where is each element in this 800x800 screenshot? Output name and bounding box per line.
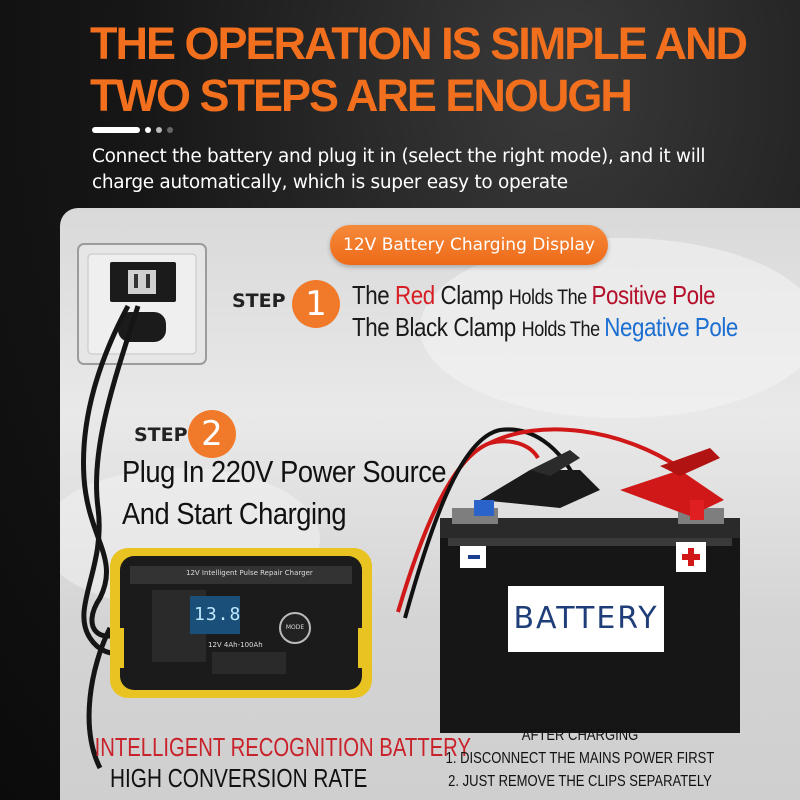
battery-label: BATTERY	[508, 586, 664, 652]
black-cable	[403, 427, 582, 619]
red-cable	[396, 439, 540, 613]
after-charging-instructions: AFTER CHARGING 1. DISCONNECT THE MAINS P…	[446, 724, 715, 793]
step2-number: 2	[188, 410, 236, 458]
charger-title: 12V Intelligent Pulse Repair Charger	[186, 569, 313, 577]
charger-device	[110, 548, 372, 698]
charging-display-label: 12V Battery Charging Display	[330, 225, 608, 265]
intelligent-recognition-text: INTELLIGENT RECOGNITION BATTERY	[94, 732, 471, 762]
after-charging-title: AFTER CHARGING	[521, 727, 639, 744]
conversion-rate-text: HIGH CONVERSION RATE	[110, 763, 368, 793]
wall-socket-icon	[77, 243, 207, 365]
panel-illustration	[60, 238, 800, 770]
dot	[145, 127, 151, 133]
step1-black-clamp-text: The Black Clamp Holds The Negative Pole	[352, 312, 738, 342]
mode-button: MODE	[279, 612, 311, 644]
dot	[156, 127, 162, 133]
step1-number: 1	[292, 280, 340, 328]
dot-bar	[92, 127, 140, 133]
headline: THE OPERATION IS SIMPLE AND TWO STEPS AR…	[90, 18, 748, 121]
red-clamp-icon	[620, 448, 724, 520]
instruction-panel	[60, 208, 800, 800]
step2-line1: Plug In 220V Power Source	[122, 454, 447, 489]
pagination-dots	[92, 126, 173, 134]
intro-text: Connect the battery and plug it in (sele…	[92, 146, 706, 193]
dot	[167, 127, 173, 133]
charger-lcd: 13.8	[194, 604, 242, 625]
step2-line2: And Start Charging	[122, 496, 347, 531]
charger-spec: 12V 4Ah-100Ah	[208, 641, 263, 649]
after-charging-step2: 2. JUST REMOVE THE CLIPS SEPARATELY	[448, 773, 712, 790]
black-clamp-icon	[474, 450, 600, 516]
step1-red-clamp-text: The Red Clamp Holds The Positive Pole	[352, 280, 716, 310]
after-charging-step1: 1. DISCONNECT THE MAINS POWER FIRST	[445, 750, 715, 767]
step2-label: STEP	[134, 424, 188, 446]
power-cord	[81, 304, 132, 639]
step1-label: STEP	[232, 290, 286, 312]
